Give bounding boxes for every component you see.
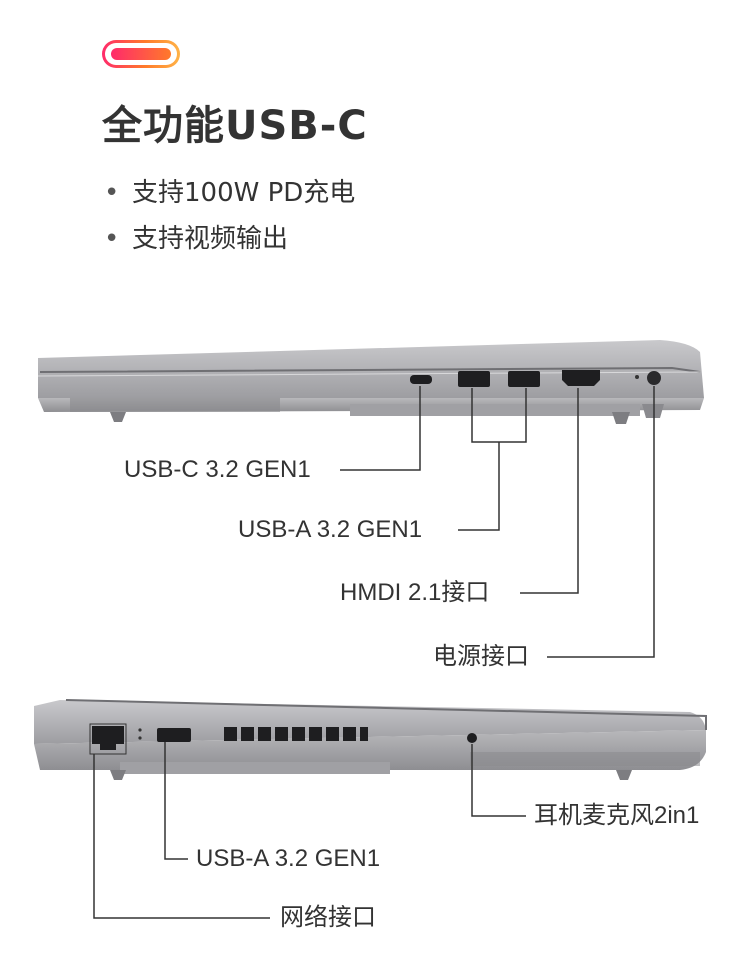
page-title: 全功能USB-C — [102, 103, 368, 149]
usb-c-port-icon — [410, 375, 432, 384]
port-label-usb-a: USB-A 3.2 GEN1 — [238, 516, 423, 543]
usb-a-port-icon — [458, 371, 490, 387]
port-label-usb-a-left: USB-A 3.2 GEN1 — [196, 845, 381, 872]
feature-item: 支持100W PD充电 — [100, 170, 355, 216]
power-jack-icon — [647, 371, 661, 385]
vent-grille — [224, 727, 368, 741]
usb-c-port-icon — [102, 40, 180, 68]
port-label-audio: 耳机麦克风2in1 — [534, 802, 700, 829]
headphone-jack-icon — [467, 733, 477, 743]
hdmi-port-icon — [562, 370, 600, 386]
port-label-ethernet: 网络接口 — [280, 904, 376, 931]
port-label-power: 电源接口 — [433, 643, 529, 670]
laptop-right-side — [37, 340, 704, 658]
usb-a-port-icon — [157, 728, 191, 742]
feature-item: 支持视频输出 — [100, 216, 355, 262]
feature-list: 支持100W PD充电 支持视频输出 — [100, 170, 355, 262]
usb-a-port-icon — [508, 371, 540, 387]
port-label-usb-c: USB-C 3.2 GEN1 — [124, 456, 311, 483]
ethernet-port-icon — [92, 726, 124, 750]
laptop-left-side — [34, 699, 707, 919]
port-label-hdmi: HMDI 2.1接口 — [340, 579, 490, 606]
